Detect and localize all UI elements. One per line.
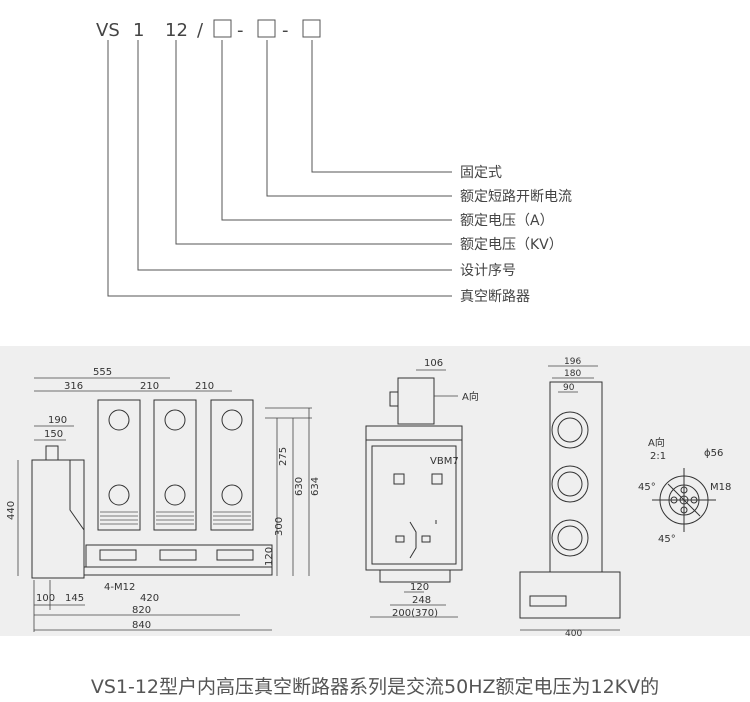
- detail-angle-2: 45°: [658, 534, 676, 545]
- back-dim-400: 400: [565, 629, 582, 636]
- side-nameplate: VBM7: [430, 456, 459, 467]
- side-view: 106 A向 VBM7 120 248 200(370): [365, 358, 479, 619]
- code-box-1: [213, 19, 232, 38]
- detail-angle-1: 45°: [638, 482, 656, 493]
- front-dim-150: 150: [44, 429, 63, 440]
- code-box-2: [257, 19, 276, 38]
- detail-view-a: A向 2:1 ϕ56 M18 45° 45°: [638, 436, 731, 545]
- detail-scale: 2:1: [650, 451, 666, 462]
- front-view: 555 316 210 210 190 150 440 275 630 634 …: [6, 367, 321, 632]
- front-dim-120: 120: [264, 547, 275, 566]
- side-arrow-label: A向: [462, 390, 479, 403]
- front-dim-316: 316: [64, 381, 83, 392]
- front-dim-840: 840: [132, 620, 151, 631]
- legend-vacuum-breaker: 真空断路器: [460, 289, 530, 305]
- code-slash: /: [197, 20, 204, 41]
- back-view: 196 180 90 400: [519, 357, 621, 636]
- legend-rated-current: 额定电压（A）: [460, 213, 554, 229]
- legend-design-number: 设计序号: [460, 263, 516, 279]
- detail-thread: M18: [710, 482, 731, 493]
- front-dim-145: 145: [65, 593, 84, 604]
- side-dim-106: 106: [424, 358, 443, 369]
- leader-lines: [107, 19, 452, 297]
- front-dim-420: 420: [140, 593, 159, 604]
- front-dim-210a: 210: [140, 381, 159, 392]
- detail-diameter: ϕ56: [704, 448, 723, 459]
- front-dim-634: 634: [310, 477, 321, 496]
- code-dash-2: -: [282, 20, 289, 41]
- code-box-3: [302, 19, 321, 38]
- side-dim-200-370: 200(370): [392, 608, 438, 619]
- model-code-diagram: VS 1 12 / - - 固定式 额定短路开断电流 额定电压（A） 额定电压（…: [96, 19, 572, 305]
- code-vs: VS: [96, 20, 120, 41]
- front-dim-555: 555: [93, 367, 112, 378]
- front-dim-440: 440: [6, 501, 17, 520]
- code-dash-1: -: [237, 20, 244, 41]
- detail-title: A向: [648, 436, 665, 449]
- front-dim-190: 190: [48, 415, 67, 426]
- front-dim-100: 100: [36, 593, 55, 604]
- dimension-drawing-panel: 555 316 210 210 190 150 440 275 630 634 …: [0, 346, 750, 636]
- back-dim-90: 90: [563, 383, 575, 393]
- front-dim-300: 300: [274, 517, 285, 536]
- legend-fixed-type: 固定式: [460, 165, 502, 181]
- caption: VS1-12型户内高压真空断路器系列是交流50HZ额定电压为12KV的: [90, 676, 660, 698]
- code-voltage: 12: [165, 20, 188, 41]
- back-dim-196: 196: [564, 357, 581, 367]
- legend-rated-voltage: 额定电压（KV）: [460, 237, 563, 253]
- side-dim-248: 248: [412, 595, 431, 606]
- front-dim-210b: 210: [195, 381, 214, 392]
- front-dim-820: 820: [132, 605, 151, 616]
- side-dim-120: 120: [410, 582, 429, 593]
- code-design-number: 1: [133, 20, 144, 41]
- front-dim-630: 630: [294, 477, 305, 496]
- front-dim-275: 275: [278, 447, 289, 466]
- front-dim-4m12: 4-M12: [104, 582, 135, 593]
- back-dim-180: 180: [564, 369, 581, 379]
- legend-breaking-current: 额定短路开断电流: [460, 189, 572, 205]
